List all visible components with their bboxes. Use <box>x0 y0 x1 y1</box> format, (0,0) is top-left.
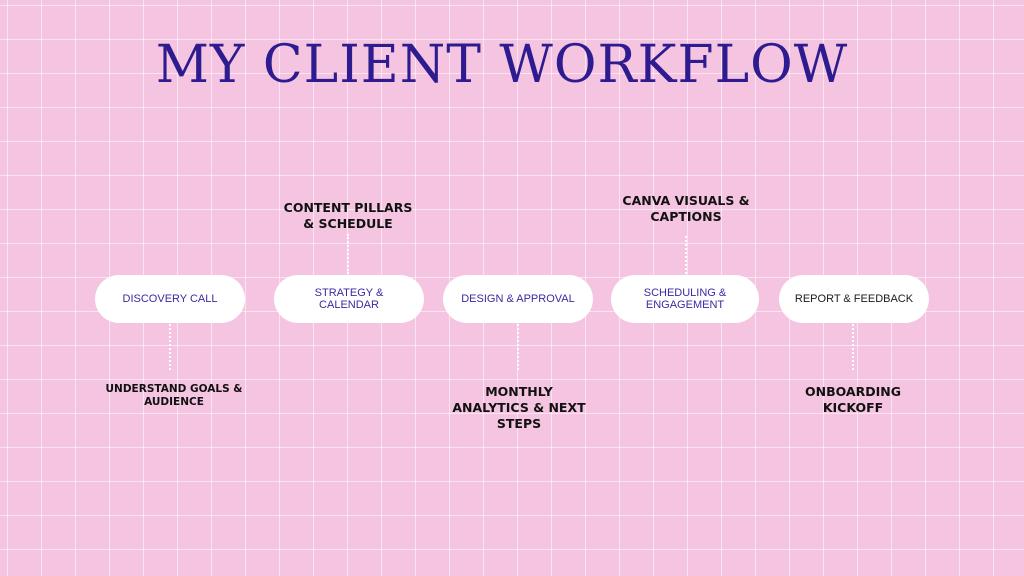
step-scheduling-label: SCHEDULING & ENGAGEMENT <box>643 287 727 311</box>
note-content-pillars: CONTENT PILLARS & SCHEDULE <box>283 200 413 231</box>
connector-strategy <box>347 234 349 274</box>
connector-scheduling <box>685 236 687 274</box>
note-monthly-analytics: MONTHLY ANALYTICS & NEXT STEPS <box>452 384 586 431</box>
step-scheduling-engagement: SCHEDULING & ENGAGEMENT <box>611 275 759 323</box>
step-design-approval: DESIGN & APPROVAL <box>443 275 593 323</box>
step-strategy-calendar: STRATEGY & CALENDAR <box>274 275 424 323</box>
connector-discovery <box>169 324 171 370</box>
connector-design <box>517 324 519 370</box>
step-report-feedback: REPORT & FEEDBACK <box>779 275 929 323</box>
note-onboarding-kickoff: ONBOARDING KICKOFF <box>805 384 901 415</box>
step-discovery-call: DISCOVERY CALL <box>95 275 245 323</box>
connector-report <box>852 324 854 370</box>
note-canva-visuals: CANVA VISUALS & CAPTIONS <box>622 193 750 224</box>
page-title: MY CLIENT WORKFLOW <box>155 35 849 95</box>
note-understand-goals: UNDERSTAND GOALS & AUDIENCE <box>105 383 243 408</box>
